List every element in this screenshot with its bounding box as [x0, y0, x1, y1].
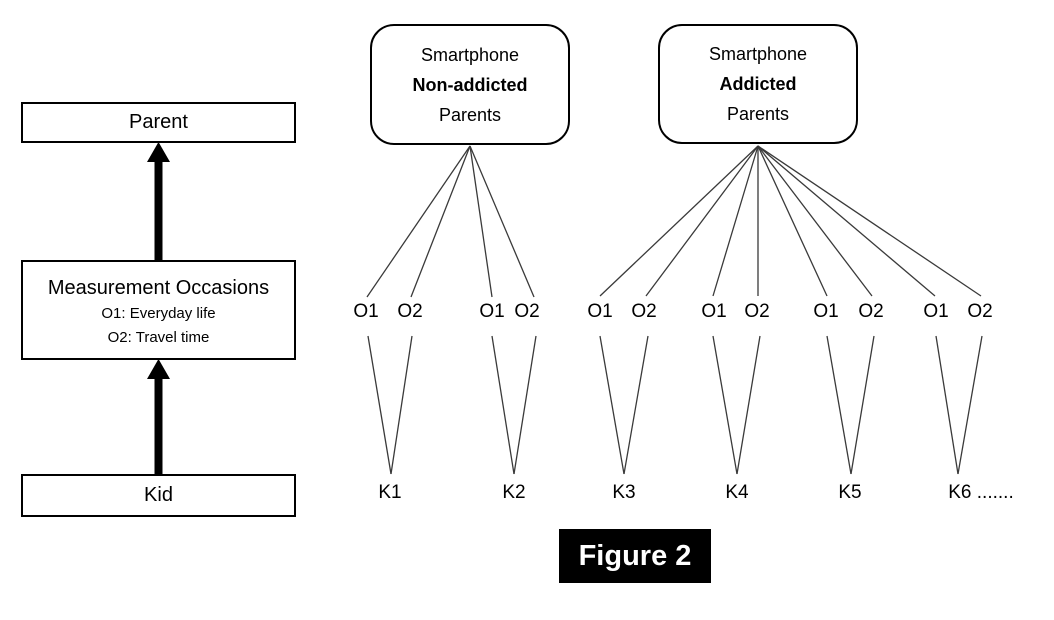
measurement-occasions-box: Measurement Occasions O1: Everyday life … [21, 260, 296, 360]
group-addicted-line2: Addicted [719, 74, 797, 94]
group-nonaddicted-line2: Non-addicted [412, 74, 528, 95]
kid-label-k5: K5 [838, 482, 862, 503]
kid-box-label: Kid [144, 484, 173, 506]
group-addicted-line3: Parents [726, 104, 790, 124]
group-addicted-line1: Smartphone [708, 44, 808, 64]
measurement-occasions-title: Measurement Occasions [47, 277, 270, 299]
kid-label-k6: K6 ....... [948, 482, 1014, 503]
occasion-label-k5-o2: O2 [858, 301, 884, 322]
arrow-kid-to-measurement [147, 359, 170, 474]
kid-label-k1: K1 [378, 482, 402, 503]
group-nonaddicted-line3: Parents [438, 104, 502, 125]
kid-label-k3: K3 [612, 482, 636, 503]
occasion-label-k6-o1: O1 [923, 301, 949, 322]
kid-label-k2: K2 [502, 482, 526, 503]
occasion-label-k2-o1: O1 [479, 301, 505, 322]
parent-box: Parent [21, 102, 296, 143]
occasion-label-k6-o2: O2 [967, 301, 993, 322]
occasion-label-k4-o2: O2 [744, 301, 770, 322]
occasion-label-k1-o1: O1 [353, 301, 379, 322]
smartphone-addicted-parents-box: Smartphone Addicted Parents [658, 24, 858, 144]
occasion-label-k1-o2: O2 [397, 301, 423, 322]
occasion-label-k4-o1: O1 [701, 301, 727, 322]
parent-box-label: Parent [129, 111, 188, 133]
occasion-label-k2-o2: O2 [514, 301, 540, 322]
figure-caption-label: Figure 2 [578, 539, 692, 572]
arrow-measurement-to-parent [147, 142, 170, 260]
kid-label-k4: K4 [725, 482, 749, 503]
fan-addicted-lines [599, 145, 982, 297]
measurement-occasion-1-label: O1: Everyday life [101, 305, 216, 322]
smartphone-nonaddicted-parents-box: Smartphone Non-addicted Parents [370, 24, 570, 145]
occasion-label-k3-o2: O2 [631, 301, 657, 322]
group-nonaddicted-line1: Smartphone [420, 44, 520, 65]
measurement-occasion-2-label: O2: Travel time [107, 329, 210, 346]
fan-nonaddicted-lines [366, 145, 535, 298]
kid-box: Kid [21, 474, 296, 517]
occasion-label-k5-o1: O1 [813, 301, 839, 322]
figure-caption: Figure 2 [559, 529, 711, 583]
occasion-label-k3-o1: O1 [587, 301, 613, 322]
occasion-to-kid-lines [367, 335, 983, 475]
